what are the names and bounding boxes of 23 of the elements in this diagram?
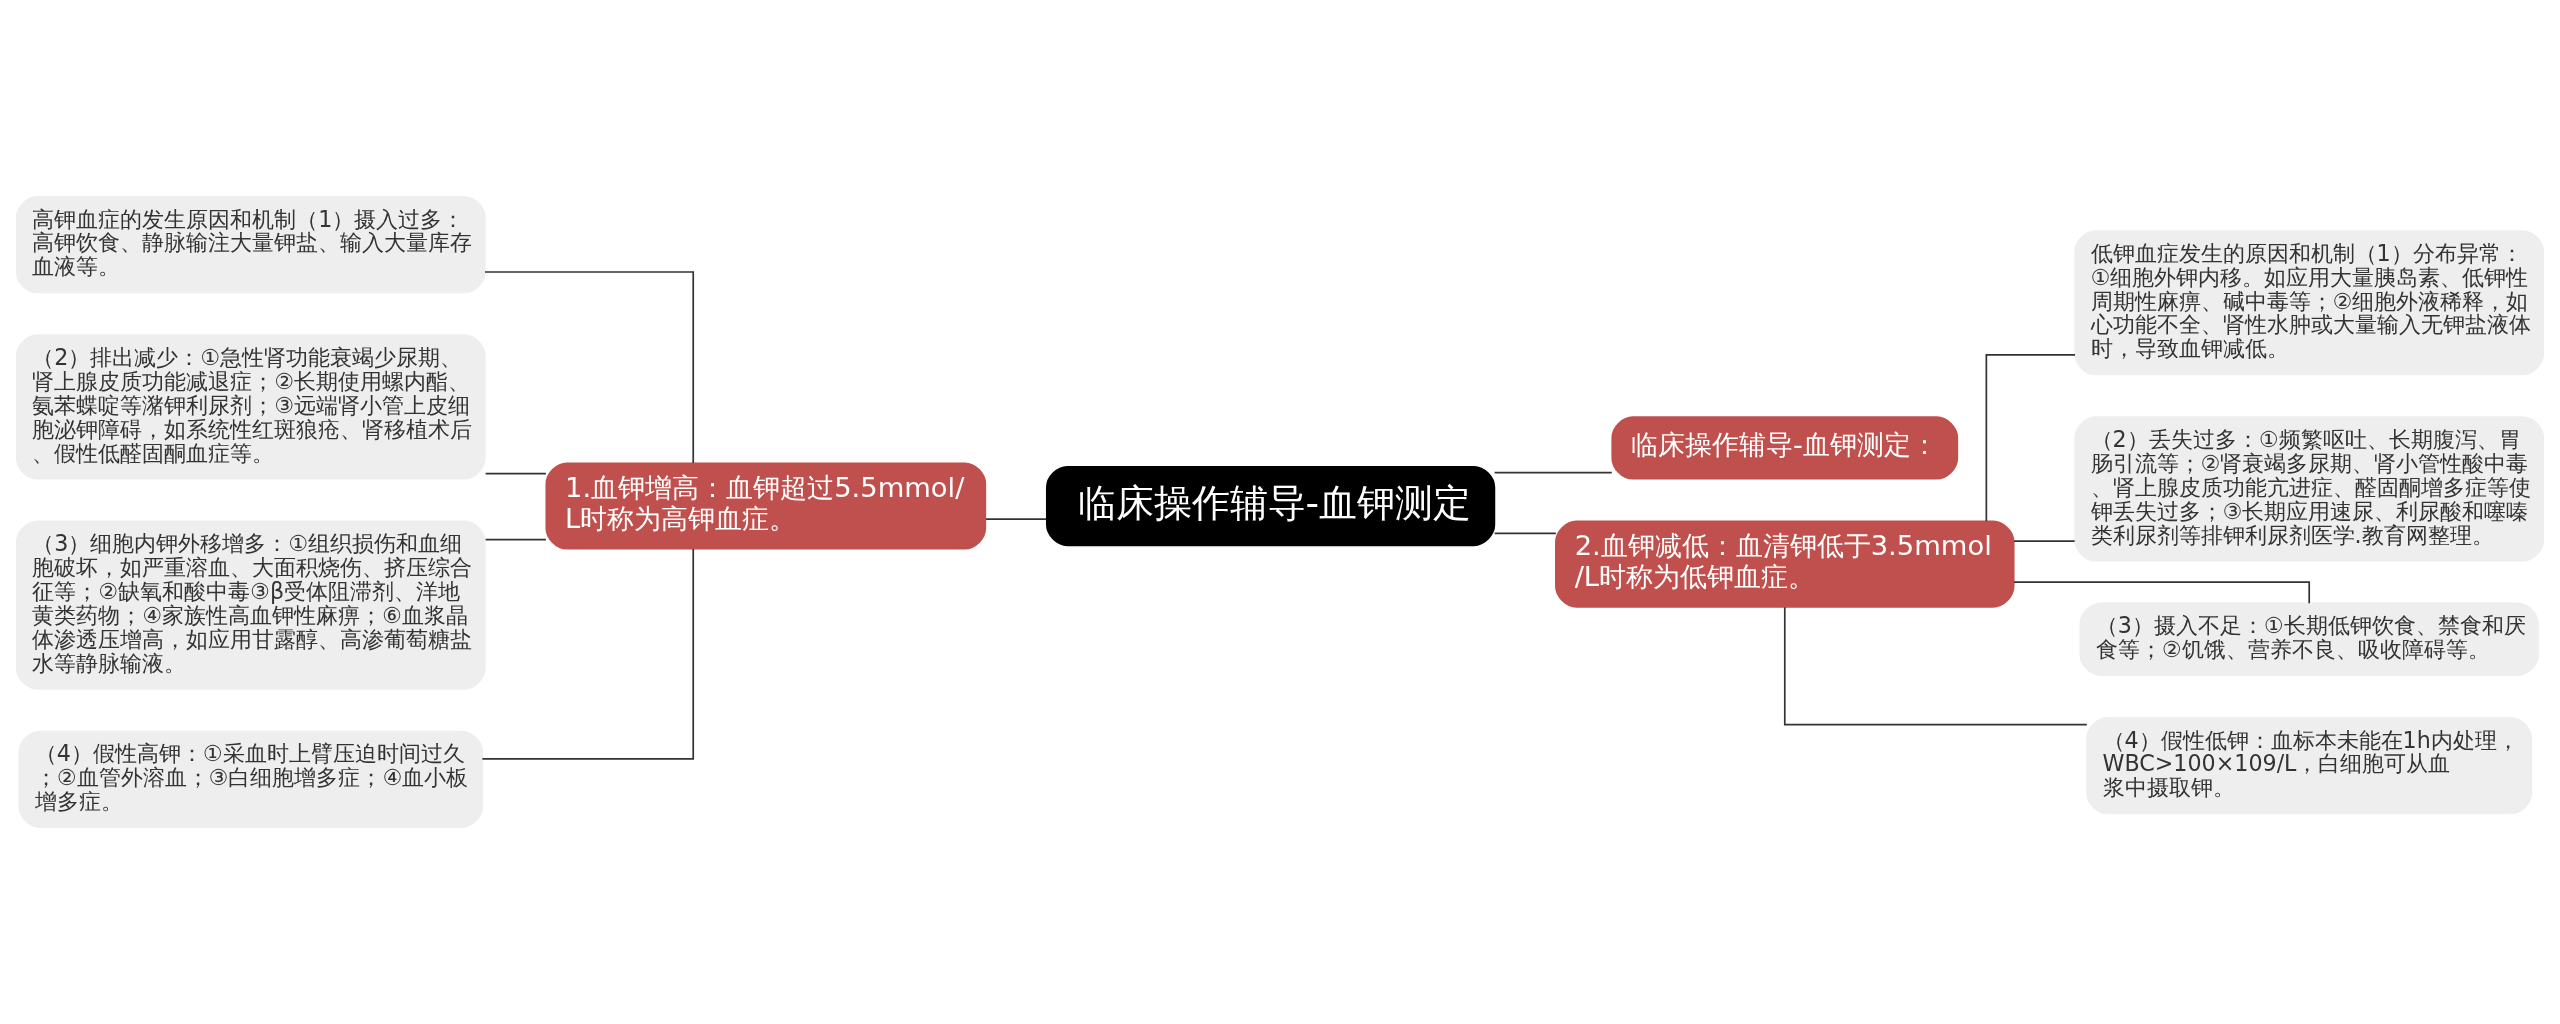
connector bbox=[985, 518, 1048, 520]
node-box: 2.血钾减低：血清钾低于3.5mmol/L时称为低钾血症。 bbox=[1555, 520, 2015, 608]
node-box: （2）丢失过多：①频繁呕吐、长期腹泻、胃肠引流等；②肾衰竭多尿期、肾小管性酸中毒、肾上腺皮质功能亢进症、醛固酮增多症等使钾丢失过多；③长期应用速尿、利尿酸和噻嗪类利尿剂等排钾利尿剂医学.教育网整理。 bbox=[2074, 416, 2545, 562]
node-box: 1.血钾增高：血钾超过5.5mmol/L时称为高钾血症。 bbox=[545, 462, 987, 550]
connector bbox=[1493, 532, 1557, 535]
node-box: （2）排出减少：①急性肾功能衰竭少尿期、肾上腺皮质功能减退症；②长期使用螺内酯、氨苯蝶啶等潴钾利尿剂；③远端肾小管上皮细胞泌钾障碍，如系统性红斑狼疮、肾移植术后、假性低醛固酮血症等。 bbox=[15, 334, 486, 480]
connector bbox=[2013, 581, 2311, 605]
connector bbox=[484, 538, 547, 541]
connector bbox=[1493, 471, 1613, 474]
connector bbox=[481, 548, 695, 760]
node-box: 高钾血症的发生原因和机制（1）摄入过多：高钾饮食、静脉输注大量钾盐、输入大量库存血液等。 bbox=[15, 195, 486, 294]
node-box: 临床操作辅导-血钾测定 bbox=[1045, 465, 1496, 547]
node-box: 临床操作辅导-血钾测定： bbox=[1611, 416, 1959, 480]
node-box: （3）细胞内钾外移增多：①组织损伤和血细胞破坏，如严重溶血、大面积烧伤、挤压综合征等；②缺氧和酸中毒③β受体阻滞剂、洋地黄类药物；④家族性高血钾性麻痹；⑥血浆晶体渗透压增高，如应用甘露醇、高渗葡萄糖盐水等静脉输液。 bbox=[15, 520, 486, 690]
node-box: （4）假性高钾：①采血时上臂压迫时间过久；②血管外溶血；③白细胞增多症；④血小板增多症。 bbox=[18, 730, 484, 829]
node-box: （4）假性低钾：血标本未能在1h内处理，WBC>100×109/L，白细胞可从血浆中摄取钾。 bbox=[2086, 717, 2533, 815]
connector bbox=[1985, 354, 2076, 523]
connector bbox=[1783, 606, 2088, 726]
connector bbox=[484, 271, 695, 464]
connector bbox=[484, 472, 547, 475]
node-box: （3）摄入不足：①长期低钾饮食、禁食和厌食等；②饥饿、营养不良、吸收障碍等。 bbox=[2079, 602, 2539, 676]
connector bbox=[2013, 540, 2076, 542]
node-box: 低钾血症发生的原因和机制（1）分布异常：①细胞外钾内移。如应用大量胰岛素、低钾性周期性麻痹、碱中毒等；②细胞外液稀释，如心功能不全、肾性水肿或大量输入无钾盐液体时，导致血钾减低。 bbox=[2074, 230, 2545, 376]
